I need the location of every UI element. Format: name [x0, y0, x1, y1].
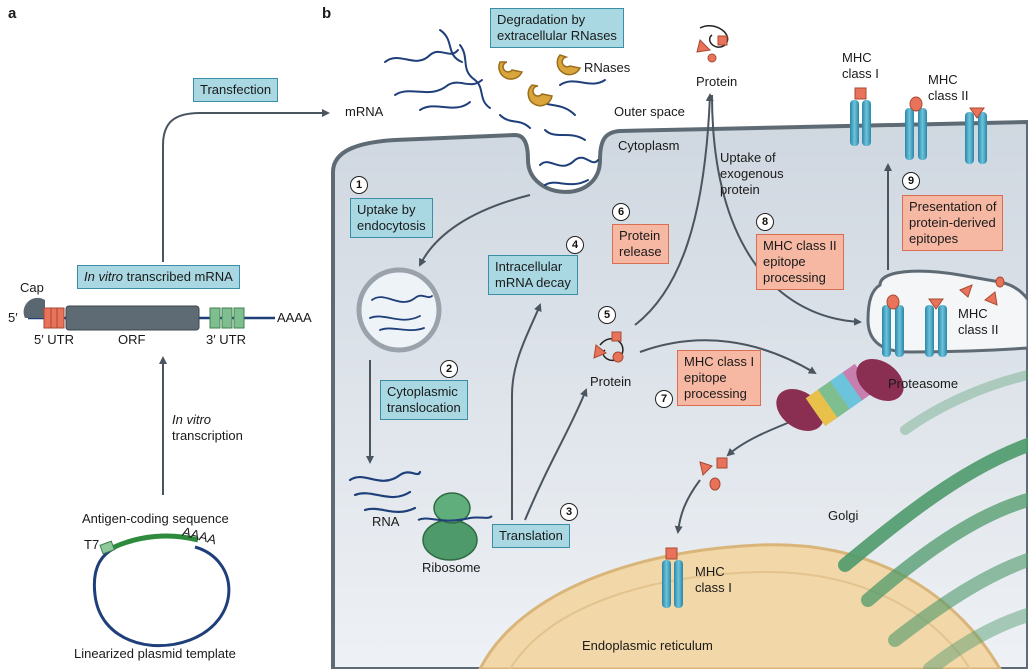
- ribosome-label: Ribosome: [422, 560, 481, 575]
- panel-label-a: a: [8, 5, 17, 22]
- rnase-icons: [498, 54, 582, 107]
- plasmid-ring: [92, 545, 231, 648]
- peptide-fragments: [699, 457, 728, 491]
- five-prime-label: 5′: [8, 310, 18, 325]
- protein-top-label: Protein: [696, 74, 738, 89]
- golgi-apparatus: [838, 370, 1028, 669]
- step-7-badge: 7: [655, 390, 673, 408]
- step-6-badge: 6: [612, 203, 630, 221]
- step-1-badge: 1: [350, 176, 368, 194]
- step-8-badge: 8: [756, 213, 774, 231]
- mhc-class-ii-endosome-1: [882, 294, 904, 357]
- ribosome-icon: [417, 492, 493, 561]
- golgi-label: Golgi: [828, 508, 859, 523]
- mhc-class-i-er: [662, 547, 683, 608]
- ivt-mrna-label: In vitro transcribed mRNA: [77, 265, 240, 289]
- ivt-label-2: transcription: [172, 428, 243, 443]
- rna-label: RNA: [372, 514, 400, 529]
- outer-space-label: Outer space: [614, 104, 685, 119]
- step-5-badge: 5: [598, 306, 616, 324]
- antigen-sequence-label: Antigen-coding sequence: [82, 511, 229, 526]
- cap-label: Cap: [20, 280, 44, 295]
- antigen-coding-sequence: [110, 533, 199, 551]
- three-utr-block-1: [209, 307, 221, 329]
- mrna-label: mRNA: [345, 104, 384, 119]
- three-utr-block-2: [221, 307, 233, 329]
- cytoplasmic-rna: [348, 470, 422, 513]
- endoplasmic-reticulum: [478, 543, 1002, 669]
- cap-icon: [23, 297, 45, 318]
- protein-mid-icon: [593, 331, 624, 363]
- step-2-badge: 2: [440, 360, 458, 378]
- orf-label: ORF: [118, 332, 146, 347]
- step-9-badge: 9: [902, 172, 920, 190]
- five-utr-label: 5′ UTR: [34, 332, 74, 347]
- panel-label-b: b: [322, 5, 332, 22]
- rnases-label: RNases: [584, 60, 631, 75]
- proteasome-label: Proteasome: [888, 376, 959, 391]
- endocytic-vesicle: [356, 267, 442, 353]
- polya-label: AAAA: [277, 310, 312, 325]
- t7-promoter: [99, 540, 115, 555]
- t7-label: T7: [84, 537, 100, 552]
- five-utr-block: [43, 307, 65, 329]
- mhc-class-i-top: [850, 87, 871, 146]
- transfection-label: Transfection: [193, 78, 279, 102]
- mhc-class-ii-endosome-2: [925, 298, 947, 357]
- protein-top-icon: [696, 25, 729, 63]
- mhc-class-ii-top-1: [905, 96, 927, 160]
- three-utr-block-3: [233, 307, 245, 329]
- panel-b: [348, 25, 1005, 608]
- extracellular-mrna: [384, 29, 606, 141]
- protein-mid-label: Protein: [590, 374, 632, 389]
- step-4-badge: 4: [566, 236, 584, 254]
- cytoplasm-label: Cytoplasm: [618, 138, 680, 153]
- step-3-badge: 3: [560, 503, 578, 521]
- ivt-label-1: In vitro: [172, 412, 212, 427]
- mhc-class-ii-top-2: [965, 107, 987, 164]
- panel-a: [23, 109, 330, 648]
- plasmid-label: Linearized plasmid template: [74, 646, 236, 661]
- proteasome-icon: [776, 359, 904, 431]
- orf-block: [65, 305, 200, 331]
- endosome: [866, 269, 1028, 354]
- three-utr-label: 3′ UTR: [206, 332, 246, 347]
- er-label: Endoplasmic reticulum: [582, 638, 713, 653]
- translation-box: Translation: [492, 524, 570, 548]
